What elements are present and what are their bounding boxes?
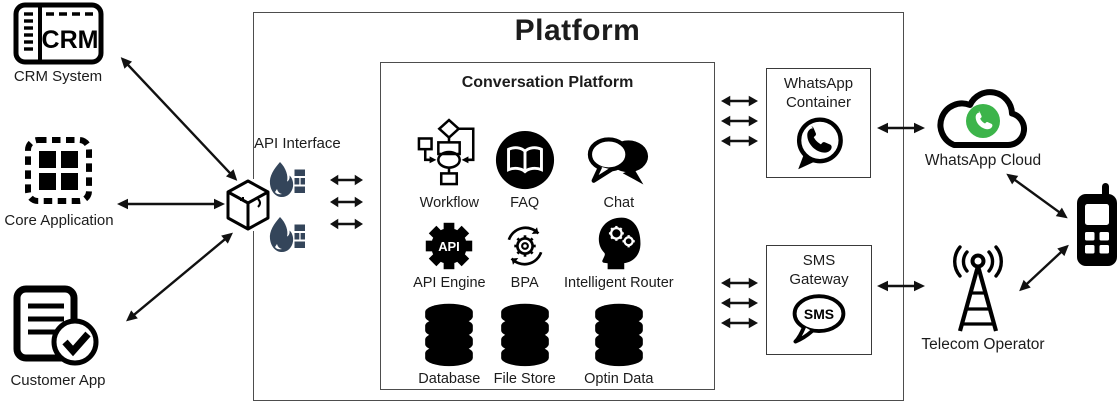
arrow-api-to-cp bbox=[330, 217, 363, 231]
chat-label: Chat bbox=[603, 195, 635, 211]
arrow-cp-to-sms bbox=[721, 296, 758, 310]
arrow-api-to-cp bbox=[330, 173, 363, 187]
sms-bubble-icon: SMS bbox=[788, 291, 850, 345]
whatsapp-container-box: WhatsApp Container bbox=[766, 68, 871, 178]
sms-gateway-title-line2: Gateway bbox=[789, 270, 849, 288]
workflow-icon bbox=[417, 117, 481, 191]
whatsapp-logo-icon bbox=[791, 115, 847, 173]
core-application-label: Core Application bbox=[4, 212, 114, 229]
database-icon bbox=[420, 301, 478, 367]
bpa-icon bbox=[500, 221, 550, 271]
optin-data-icon bbox=[590, 301, 648, 367]
firewall-icon bbox=[265, 161, 305, 201]
crm-icon-text: CRM bbox=[42, 26, 99, 54]
arrow-cloud-to-phone bbox=[1002, 168, 1072, 224]
arrow-cp-to-whatsapp bbox=[721, 134, 758, 148]
arrow-telecom-to-phone bbox=[1014, 240, 1073, 297]
api-engine-icon-text: API bbox=[439, 239, 461, 254]
whatsapp-cloud-label: WhatsApp Cloud bbox=[924, 152, 1042, 169]
intelligent-router-label: Intelligent Router bbox=[563, 275, 674, 291]
api-engine-icon: API bbox=[424, 221, 474, 271]
crm-system-label: CRM System bbox=[13, 68, 103, 85]
arrow-cp-to-whatsapp bbox=[721, 94, 758, 108]
bpa-label: BPA bbox=[510, 275, 539, 291]
chat-icon bbox=[584, 131, 654, 191]
sms-gateway-box: SMS Gateway SMS bbox=[766, 245, 872, 355]
api-engine-label: API Engine bbox=[413, 275, 486, 291]
arrow-core-to-api bbox=[117, 197, 225, 211]
database-label: Database bbox=[418, 371, 481, 387]
faq-icon bbox=[494, 129, 556, 191]
api-gateway-cube-icon bbox=[225, 179, 271, 231]
arrow-cp-to-sms bbox=[721, 276, 758, 290]
core-application-icon bbox=[24, 136, 93, 205]
file-store-label: File Store bbox=[493, 371, 556, 387]
platform-title: Platform bbox=[514, 14, 641, 47]
workflow-label: Workflow bbox=[419, 195, 480, 211]
telecom-operator-label: Telecom Operator bbox=[921, 336, 1045, 353]
whatsapp-container-title-line2: Container bbox=[785, 93, 852, 111]
arrow-cp-to-whatsapp bbox=[721, 114, 758, 128]
arrow-customer-to-api bbox=[122, 227, 238, 327]
sms-bubble-text: SMS bbox=[804, 305, 834, 321]
api-interface-label: API Interface bbox=[254, 135, 341, 152]
crm-system-icon: CRM bbox=[13, 2, 104, 65]
file-store-icon bbox=[496, 301, 554, 367]
arrow-sms-to-telecom bbox=[877, 279, 925, 293]
customer-app-icon bbox=[11, 285, 105, 369]
telecom-tower-icon bbox=[940, 245, 1016, 335]
optin-data-label: Optin Data bbox=[584, 371, 654, 387]
sms-gateway-title-line1: SMS bbox=[802, 252, 836, 269]
conversation-platform-title: Conversation Platform bbox=[461, 74, 634, 91]
customer-app-label: Customer App bbox=[10, 372, 106, 389]
conversation-platform-box: Conversation Platform bbox=[380, 62, 715, 390]
whatsapp-container-title-line1: WhatsApp bbox=[783, 75, 854, 92]
arrow-cp-to-sms bbox=[721, 316, 758, 330]
arrow-api-to-cp bbox=[330, 195, 363, 209]
intelligent-router-icon bbox=[592, 215, 646, 271]
arrow-crm-to-api bbox=[116, 52, 243, 185]
mobile-phone-icon bbox=[1074, 182, 1119, 268]
firewall-icon bbox=[265, 216, 305, 256]
whatsapp-cloud-icon bbox=[926, 79, 1038, 153]
faq-label: FAQ bbox=[510, 195, 540, 211]
arrow-whatsapp-to-cloud bbox=[877, 121, 925, 135]
